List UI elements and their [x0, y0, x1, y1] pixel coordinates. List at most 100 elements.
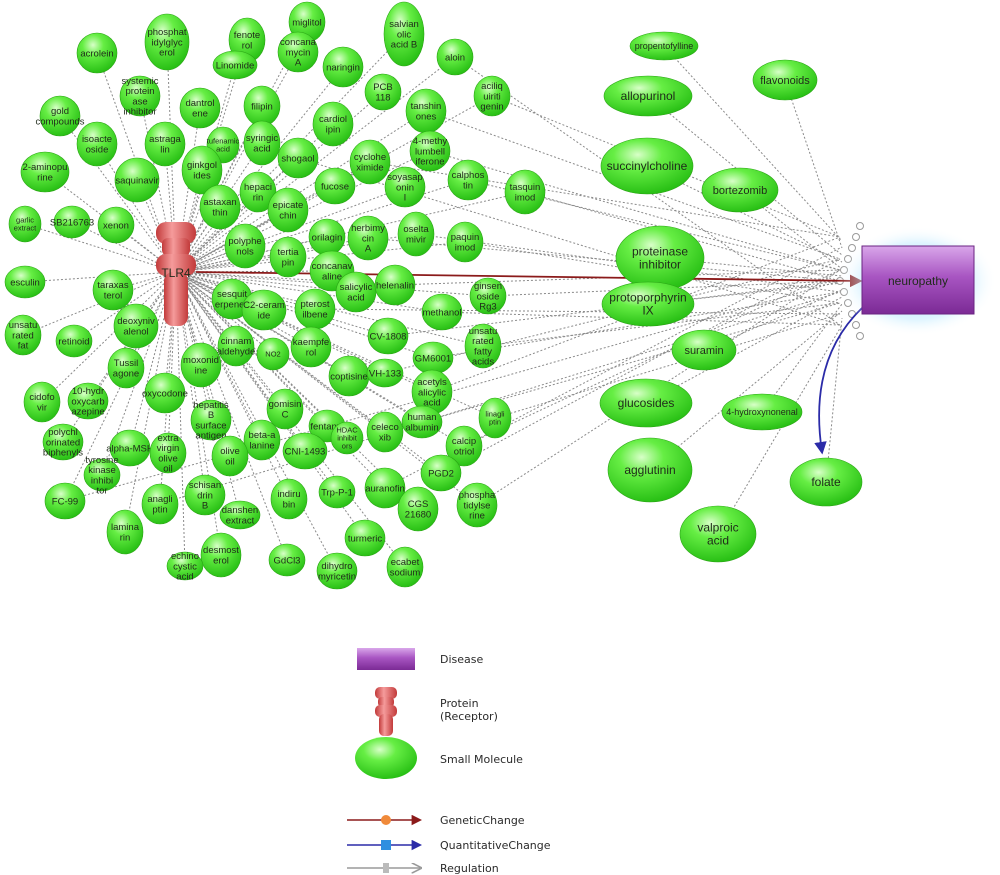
molecule-node-aloin[interactable]: aloin: [436, 38, 474, 76]
molecule-node-cv-1808[interactable]: CV-1808: [367, 317, 409, 355]
molecule-node-vh-133[interactable]: VH-133: [366, 358, 404, 388]
molecule-node-naringin[interactable]: naringin: [322, 46, 364, 88]
molecule-node-no2[interactable]: NO2: [256, 337, 290, 371]
molecule-node-retinoid[interactable]: retinoid: [55, 324, 93, 358]
right-molecule-node-flavonoids[interactable]: flavonoids: [752, 59, 818, 101]
molecule-node-linomide[interactable]: Linomide: [212, 50, 258, 80]
molecule-node-shogaol[interactable]: shogaol: [277, 137, 319, 179]
right-molecule-node-bortezomib[interactable]: bortezomib: [701, 167, 779, 213]
molecule-node-cni-1493[interactable]: CNI-1493: [282, 432, 328, 470]
right-molecule-node-propentofylline[interactable]: propentofylline: [629, 31, 699, 61]
right-molecule-node-4-hydroxynonenal[interactable]: 4-hydroxynonenal: [721, 393, 803, 431]
molecule-node-orilagin[interactable]: orilagin: [308, 218, 346, 256]
molecule-node-pgd2[interactable]: PGD2: [420, 454, 462, 492]
molecule-node-fucose[interactable]: fucose: [314, 167, 356, 205]
molecule-node-alpha-msh[interactable]: alpha-MSH: [106, 429, 154, 467]
molecule-node-filipin[interactable]: filipin: [243, 85, 281, 127]
molecule-node-gdcl3[interactable]: GdCl3: [268, 543, 306, 577]
molecule-node-fc-99[interactable]: FC-99: [44, 482, 86, 520]
right-molecule-node-agglutinin[interactable]: agglutinin: [607, 437, 693, 503]
molecule-node-turmeric[interactable]: turmeric: [344, 519, 386, 557]
right-molecule-node-allopurinol[interactable]: allopurinol: [603, 75, 693, 117]
right-molecule-node-folate[interactable]: folate: [789, 457, 863, 507]
molecule-node-sb216763[interactable]: SB216763: [50, 205, 94, 239]
molecule-node-acrolein[interactable]: acrolein: [76, 32, 118, 74]
molecule-node-xenon[interactable]: xenon: [97, 206, 135, 244]
molecule-node-saquinavir[interactable]: saquinavir: [114, 157, 160, 203]
molecule-node-oxycodone[interactable]: oxycodone: [142, 372, 188, 414]
molecule-node-coptisine[interactable]: coptisine: [328, 355, 370, 397]
disease-node-neuropathy[interactable]: neuropathy: [837, 226, 997, 336]
molecule-node-helenalin[interactable]: helenalin: [374, 264, 416, 306]
molecule-node-gm6001[interactable]: GM6001: [412, 341, 454, 375]
right-molecule-node-glucosides[interactable]: glucosides: [599, 378, 693, 428]
receptor-node-tlr4[interactable]: TLR4: [156, 222, 196, 326]
molecule-node-esculin[interactable]: esculin: [4, 265, 46, 299]
right-molecule-node-suramin[interactable]: suramin: [671, 329, 737, 371]
molecule-node-trp-p-1[interactable]: Trp-P-1: [318, 475, 356, 509]
